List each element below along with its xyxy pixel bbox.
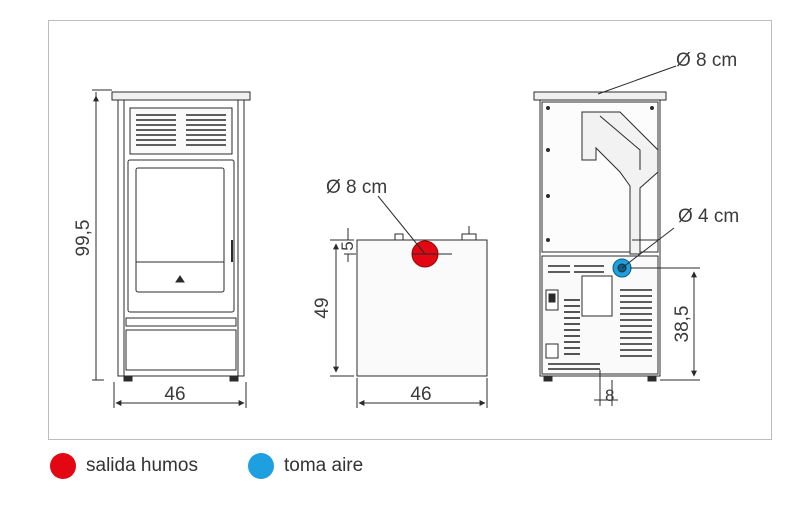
logo-icon [175, 275, 185, 283]
rear-view [533, 65, 700, 406]
front-height-label: 99,5 [73, 220, 94, 257]
top-offset-label: 5 [338, 241, 357, 250]
legend-label-air: toma aire [284, 455, 364, 476]
front-view [92, 89, 251, 408]
power-switch-icon [548, 293, 556, 303]
legend-item-flue: salida humos [50, 452, 198, 480]
rear-flue-diameter-label: Ø 8 cm [676, 50, 737, 71]
front-grille [136, 114, 226, 146]
legend-item-air: toma aire [248, 452, 363, 480]
top-view [330, 195, 488, 408]
flue-color-swatch [50, 453, 76, 479]
top-width-label: 46 [410, 384, 431, 405]
air-color-swatch [248, 453, 274, 479]
rear-vents [548, 265, 652, 370]
drawing-frame [48, 20, 772, 440]
legend-label-flue: salida humos [86, 455, 198, 476]
rear-air-intake-height-label: 38,5 [672, 306, 693, 343]
front-width-label: 46 [164, 384, 185, 405]
power-socket-icon [545, 343, 559, 359]
rear-air-intake-offset-label: 8 [605, 386, 614, 405]
top-depth-label: 49 [312, 297, 333, 318]
top-flue-diameter-label: Ø 8 cm [326, 177, 387, 198]
rear-air-intake-diameter-label: Ø 4 cm [678, 206, 739, 227]
